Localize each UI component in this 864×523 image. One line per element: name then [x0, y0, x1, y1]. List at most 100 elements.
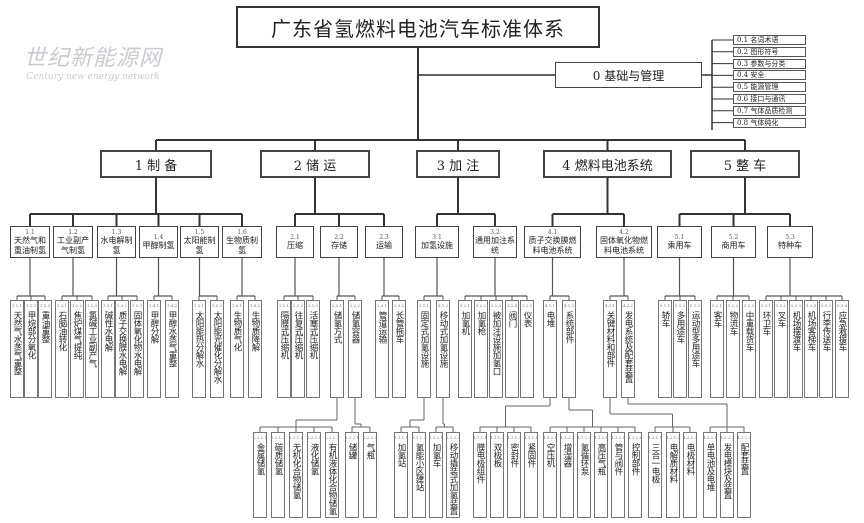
item-name: 甲醇水蒸气重整	[167, 311, 177, 367]
item-name: 电堆	[545, 311, 555, 327]
foundation-item: 0.3 参数与分类	[733, 58, 806, 69]
sub-item-name: 有机液体化合物储氢	[327, 443, 337, 515]
item-name: 重油重整	[40, 311, 50, 343]
foundation-item: 0.5 能源管理	[733, 82, 806, 93]
item-name: 长管拖车	[394, 311, 404, 343]
item-name: 活塞式压缩机	[308, 311, 318, 359]
sub-item-name: 三合一电极	[650, 443, 660, 483]
subcategory-code: 1.1	[25, 228, 35, 236]
item-name: 焦炉煤气提纯	[72, 311, 82, 359]
foundation-item: 0.4 安全	[733, 70, 806, 81]
item-box: 2.3.2 长管拖车	[392, 300, 406, 398]
item-code: 1.4.1	[148, 303, 160, 308]
subcategory-name: 甲醇制氢	[142, 240, 175, 250]
item-name: 碱性水电解	[103, 311, 113, 351]
item-name: 叉车	[776, 311, 786, 327]
item-code: 1.3.1	[102, 303, 114, 308]
foundation-item: 0.7 气体品质检测	[733, 105, 806, 116]
sub-item-code: 4.2.2.1	[703, 435, 717, 440]
item-name: 机场摆渡车	[791, 311, 801, 351]
sub-item-code: 4.1.1.2	[490, 435, 504, 440]
foundation-item: 0.6 接口与通讯	[733, 94, 806, 104]
sub-item-code: 3.1.2.1	[429, 435, 443, 440]
sub-item-name: 无机化合物储氢	[291, 443, 301, 499]
item-name: 阀门	[507, 311, 517, 327]
item-code: 2.2.1	[331, 303, 343, 308]
item-code: 5.2.1	[711, 303, 723, 308]
sub-item-code: 4.2.1.1	[648, 435, 662, 440]
sub-item-code: 2.2.1.1	[253, 435, 267, 440]
sub-item-name: 密封件	[509, 443, 519, 467]
category-box: 3 加 注	[416, 150, 500, 178]
item-code: 1.4.2	[166, 303, 178, 308]
item-name: 生物质降解	[250, 311, 260, 351]
item-code: 5.3.5	[820, 303, 832, 308]
subcategory-name: 存储	[331, 240, 347, 250]
sub-item-code: 2.2.1.5	[325, 435, 339, 440]
sub-item-box: 2.2.1.5 有机液体化合物储氢	[325, 432, 339, 518]
sub-item-name: 氢能小区建站	[414, 443, 424, 491]
item-code: 1.2.3	[86, 303, 98, 308]
item-code: 2.3.2	[393, 303, 405, 308]
item-code: 1.6.1	[231, 303, 243, 308]
sub-item-code: 2.2.1.3	[289, 435, 303, 440]
subcategory-name: 运输	[376, 240, 392, 250]
sub-item-code: 3.1.2.2	[446, 435, 460, 440]
item-code: 1.5.2	[211, 303, 223, 308]
sub-item-box: 2.2.1.3 无机化合物储氢	[289, 432, 303, 518]
subcategory-code: 1.6	[237, 228, 247, 236]
subcategory-code: 2.3	[379, 233, 389, 241]
item-code: 3.1.1	[418, 303, 430, 308]
item-name: 中重载货车	[744, 311, 754, 351]
item-code: 3.2.2	[475, 303, 487, 308]
sub-item-code: 4.1.2.3	[577, 435, 591, 440]
subcategory-name: 质子交换膜燃料电池系统	[528, 235, 577, 255]
item-name: 储氢方式	[332, 311, 342, 343]
sub-item-name: 双极板	[492, 443, 502, 467]
sub-item-code: 4.1.2.6	[628, 435, 642, 440]
item-code: 1.2.2	[71, 303, 83, 308]
item-name: 石脑油转化	[57, 311, 67, 351]
item-name: 仪表	[522, 311, 532, 327]
sub-item-code: 2.2.1.2	[271, 435, 285, 440]
sub-item-code: 4.1.1.4	[524, 435, 538, 440]
item-name: 固体氧化物水电解	[132, 311, 142, 375]
subcategory-code: 3.1	[432, 233, 442, 241]
subcategory-code: 5.1	[674, 233, 685, 241]
item-code: 3.1.2	[437, 303, 449, 308]
